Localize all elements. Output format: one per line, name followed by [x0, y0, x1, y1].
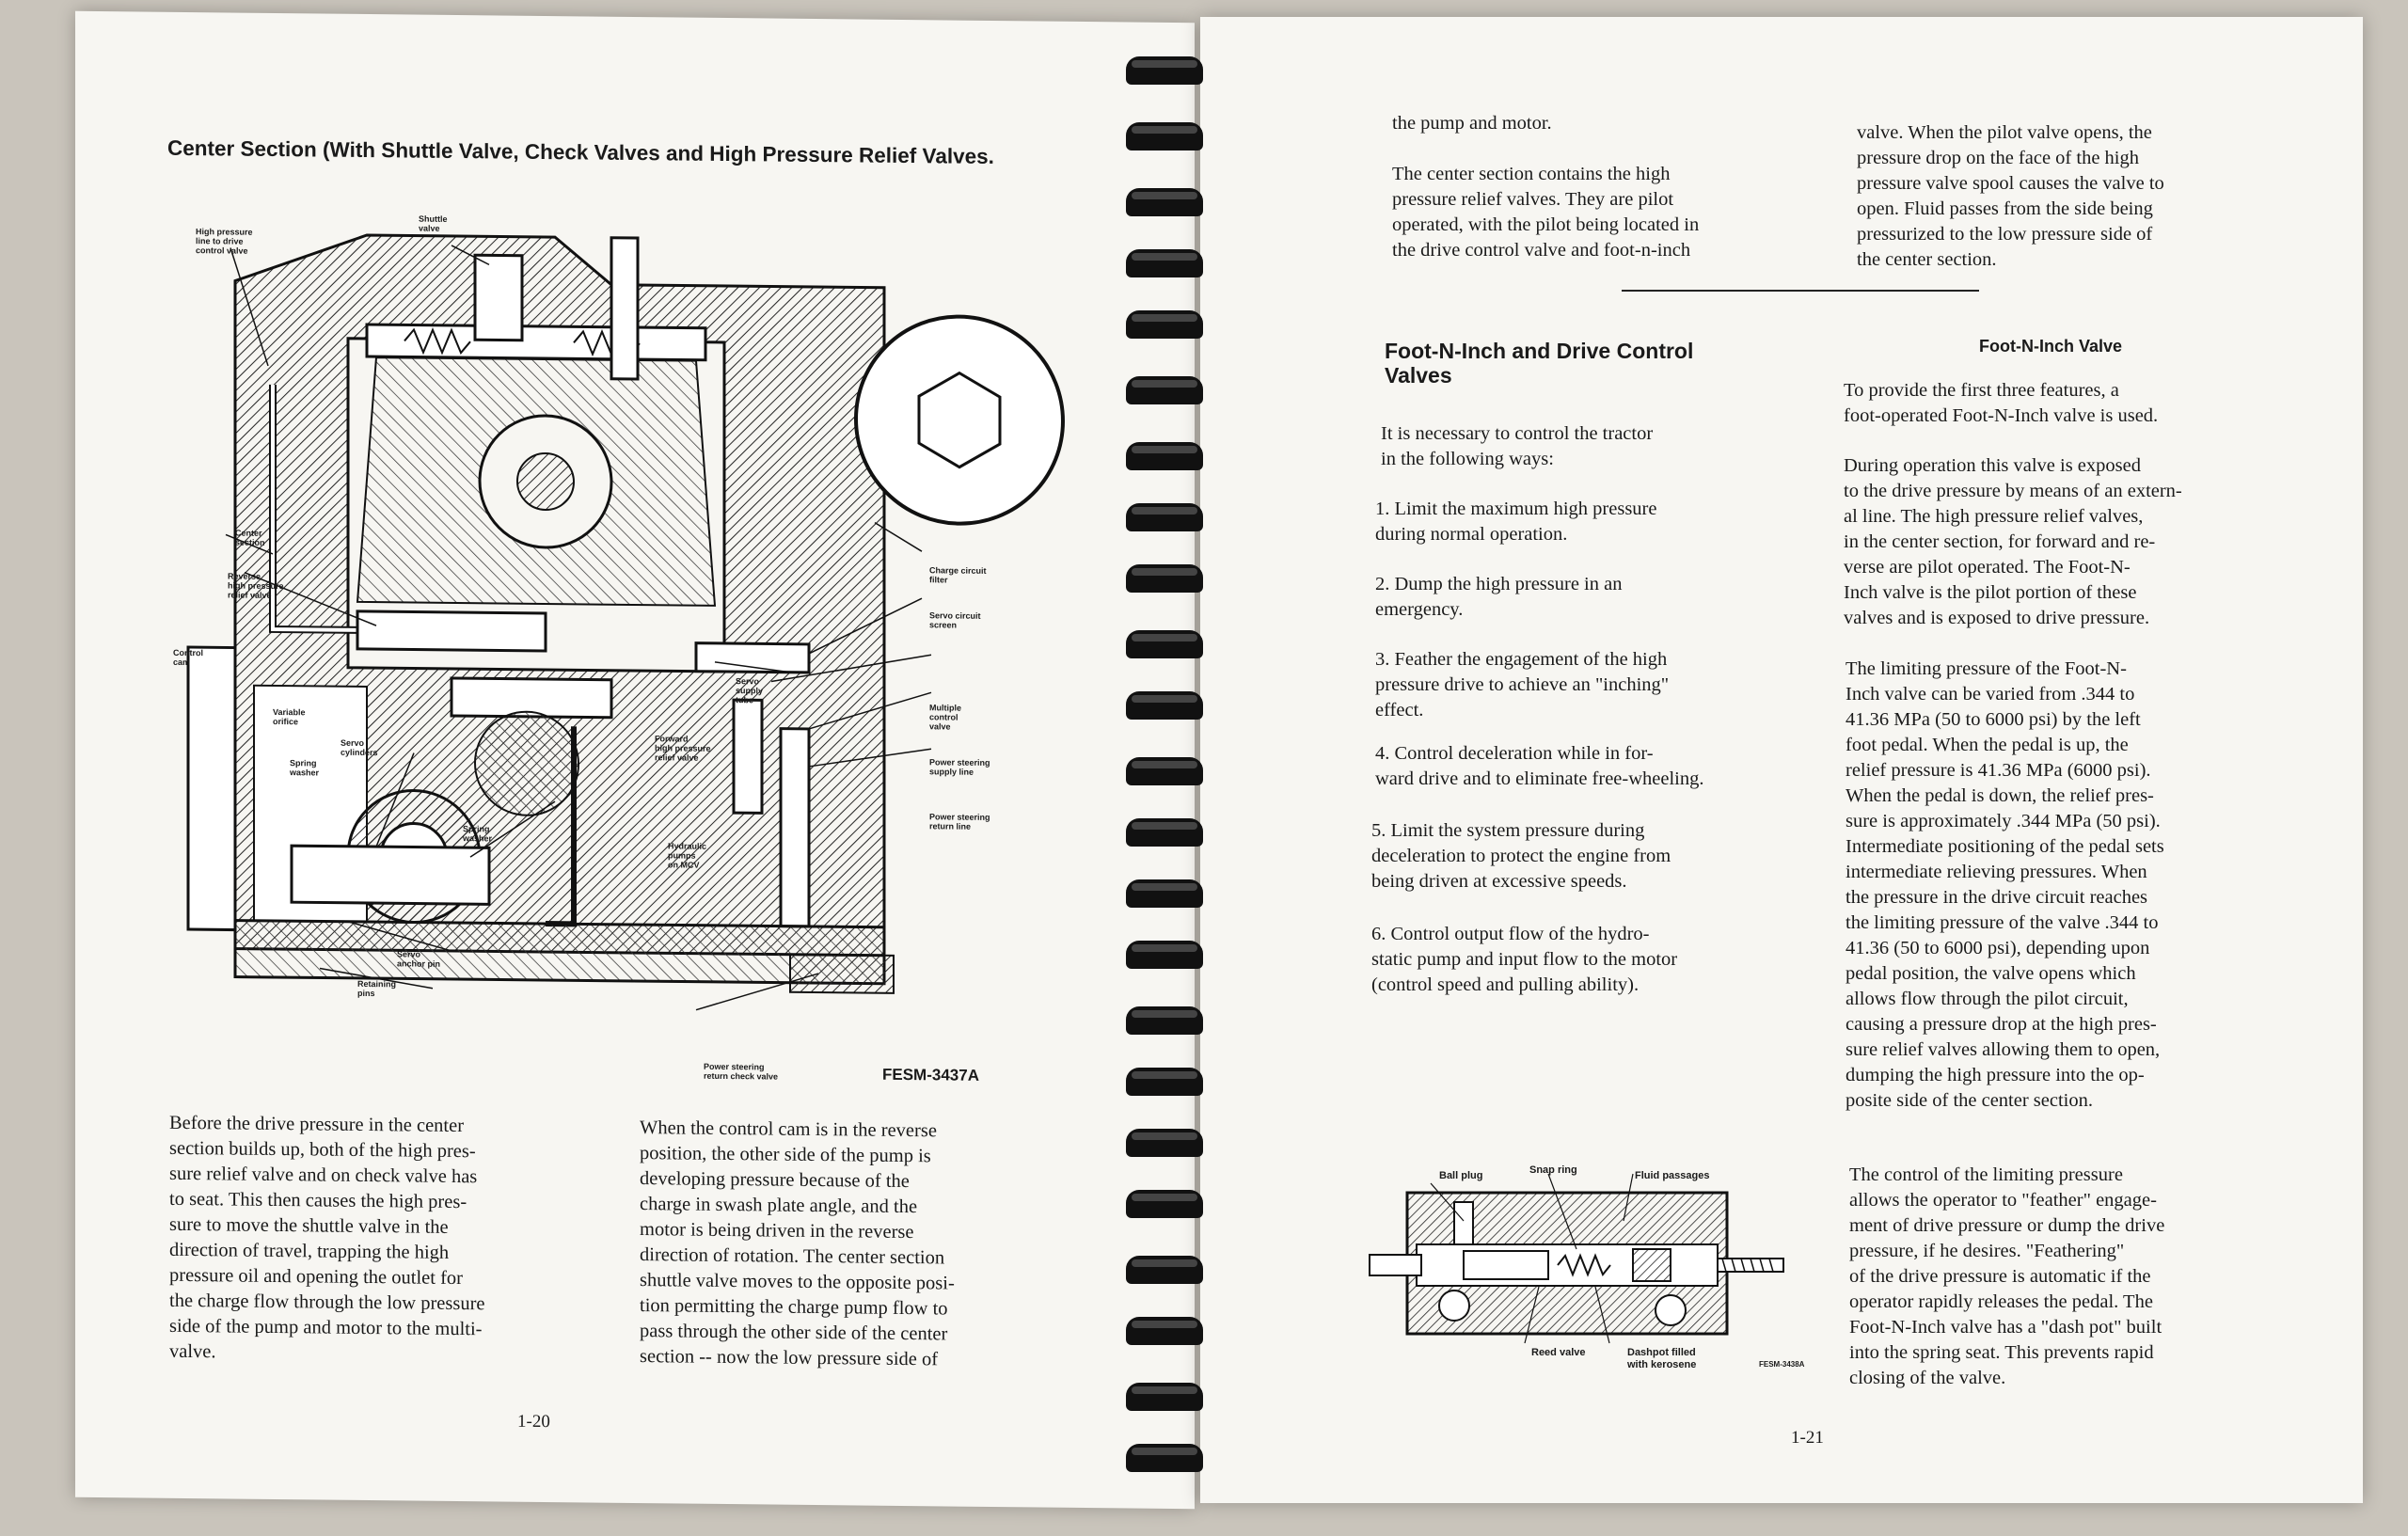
left-page: Center Section (With Shuttle Valve, Chec…: [75, 10, 1195, 1510]
callout-retaining-pins: Retaining pins: [357, 978, 397, 999]
binding-coil: [1126, 1068, 1203, 1096]
callout-reverse-relief-valve: Reverse high pressure relief valve: [228, 571, 284, 600]
col1-top-text: the pump and motor. The center section c…: [1392, 113, 1700, 261]
callout-high-pressure-line: High pressure line to drive control valv…: [196, 227, 253, 256]
callout-ps-supply-line: Power steering supply line: [929, 757, 990, 777]
figure2-id: FESM-3438A: [1759, 1360, 1805, 1369]
binding-coil: [1126, 564, 1203, 593]
callout-reed-valve: Reed valve: [1531, 1347, 1586, 1358]
binding-coil: [1126, 1317, 1203, 1345]
callout-servo-anchor-pin: Servo anchor pin: [397, 949, 441, 969]
callout-charge-circuit-filter: Charge circuit filter: [929, 565, 987, 585]
callout-center-section: Center section: [235, 528, 265, 547]
spiral-binding: (function(){ var s = document.currentScr…: [1115, 28, 1218, 1514]
binding-coil: [1126, 879, 1203, 908]
callout-spring-washer-1: Spring washer: [290, 758, 320, 778]
binding-coil: [1126, 56, 1203, 85]
binding-coil: [1126, 1383, 1203, 1411]
callout-snap-ring: Snap ring: [1529, 1164, 1577, 1176]
callout-multiple-control-valve: Multiple control valve: [929, 703, 961, 732]
callout-hydraulic-pumps: Hydraulic pumps on MCV: [668, 841, 707, 870]
callout-control-cam: Control cam: [173, 647, 203, 668]
list-item: 3. Feather the engagement of the high pr…: [1375, 649, 1670, 720]
callout-variable-orifice: Variable orifice: [273, 706, 306, 727]
left-column-text: Before the drive pressure in the center …: [169, 1112, 485, 1363]
page-number: 1-20: [517, 1411, 550, 1433]
list-item: 4. Control deceleration while in for- wa…: [1375, 743, 1704, 789]
binding-coil: [1126, 1444, 1203, 1472]
binding-coil: [1126, 757, 1203, 785]
paragraph: The limiting pressure of the Foot-N- Inc…: [1846, 658, 2164, 1111]
binding-coil: [1126, 249, 1203, 277]
callout-ps-return-check-valve: Power steering return check valve: [704, 1061, 779, 1082]
list-item: 6. Control output flow of the hydro- sta…: [1371, 924, 1678, 995]
section-heading: Foot-N-Inch and Drive Control Valves: [1385, 339, 1694, 388]
right-page: the pump and motor. The center section c…: [1200, 17, 2363, 1503]
figure-id: FESM-3437A: [882, 1065, 979, 1085]
binding-coil: [1126, 376, 1203, 404]
page-number: 1-21: [1791, 1428, 1824, 1448]
callout-servo-supply-tube: Servo supply tube: [736, 676, 764, 705]
binding-coil: [1126, 1190, 1203, 1218]
section-divider: [1622, 290, 1979, 292]
paragraph: To provide the first three features, a f…: [1844, 380, 2159, 426]
list-item: 1. Limit the maximum high pressure durin…: [1375, 499, 1657, 545]
binding-coil: [1126, 310, 1203, 339]
paragraph: The control of the limiting pressure all…: [1849, 1164, 2165, 1388]
col2-top-text: valve. When the pilot valve opens, the p…: [1857, 122, 2164, 270]
callout-fluid-passages: Fluid passages: [1635, 1170, 1710, 1181]
callout-ps-return-line: Power steering return line: [929, 812, 990, 831]
center-section-diagram: [186, 233, 1065, 1011]
intro-text: It is necessary to control the tractor i…: [1381, 423, 1654, 469]
binding-coil: [1126, 442, 1203, 470]
right-column-text: When the control cam is in the reverse p…: [640, 1117, 955, 1370]
paragraph: During operation this valve is exposed t…: [1844, 455, 2182, 628]
callout-ball-plug: Ball plug: [1439, 1170, 1483, 1181]
callout-dashpot: Dashpot filled with kerosene: [1627, 1347, 1697, 1370]
callout-servo-cylinders: Servo cylinders: [341, 737, 378, 758]
binding-coil: [1126, 1256, 1203, 1284]
list-item: 5. Limit the system pressure during dece…: [1371, 820, 1671, 892]
binding-coil: [1126, 691, 1203, 720]
foot-n-inch-valve-diagram: [1369, 1173, 1784, 1344]
subheading: Foot-N-Inch Valve: [1979, 337, 2123, 356]
binding-coil: [1126, 1006, 1203, 1035]
callout-forward-relief-valve: Forward high pressure relief valve: [655, 734, 711, 763]
callout-spring-washer-2: Spring washer: [463, 824, 493, 844]
binding-coil: [1126, 503, 1203, 531]
list-item: 2. Dump the high pressure in an emergenc…: [1375, 574, 1623, 620]
binding-coil: [1126, 818, 1203, 847]
binding-coil: [1126, 630, 1203, 658]
binding-coil: [1126, 122, 1203, 150]
callout-shuttle-valve: Shuttle valve: [419, 214, 448, 233]
binding-coil: [1126, 188, 1203, 216]
binding-coil: [1126, 941, 1203, 969]
binding-coil: [1126, 1129, 1203, 1157]
callout-servo-circuit-screen: Servo circuit screen: [929, 610, 981, 630]
figure-title: Center Section (With Shuttle Valve, Chec…: [167, 135, 994, 168]
